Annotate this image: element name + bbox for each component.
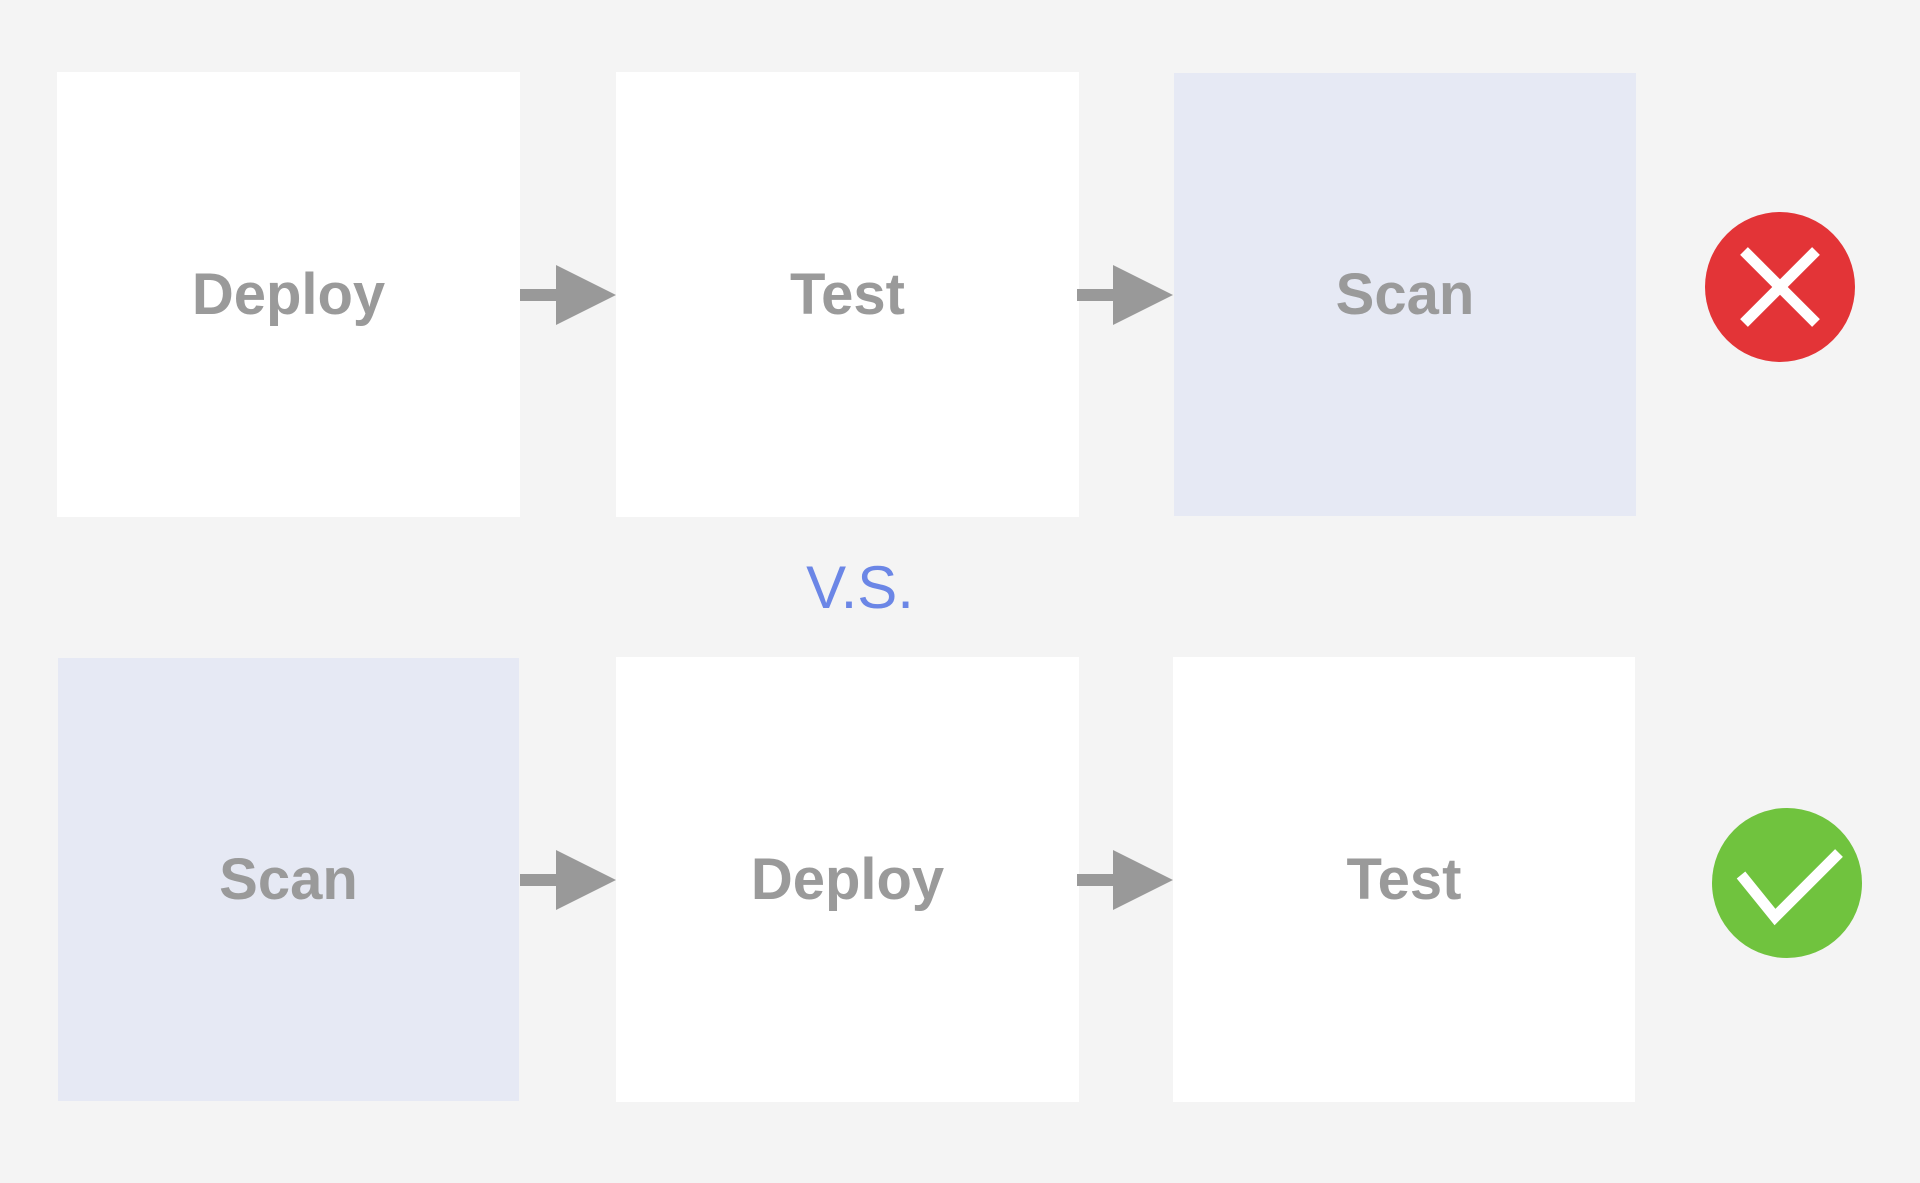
bottom-step-2-box: Deploy — [616, 657, 1079, 1102]
bottom-step-1-label: Scan — [219, 847, 358, 912]
top-step-2-label: Test — [790, 262, 905, 327]
top-step-3-box: Scan — [1174, 73, 1636, 516]
bottom-step-1-box: Scan — [58, 658, 519, 1101]
bottom-arrow-2-icon — [1077, 850, 1173, 910]
bottom-step-2-label: Deploy — [750, 847, 945, 912]
bottom-step-3-box: Test — [1173, 657, 1635, 1102]
top-step-2-box: Test — [616, 72, 1079, 517]
cross-icon — [1705, 212, 1855, 362]
top-arrow-2-icon — [1077, 265, 1173, 325]
top-step-3-label: Scan — [1335, 262, 1475, 327]
top-step-1-box: Deploy — [57, 72, 520, 517]
vs-separator: V.S. — [806, 554, 914, 621]
bottom-arrow-1-icon — [520, 850, 616, 910]
top-arrow-1-icon — [520, 265, 616, 325]
bottom-step-3-label: Test — [1346, 847, 1462, 912]
check-icon — [1712, 808, 1862, 958]
top-step-1-label: Deploy — [191, 262, 386, 327]
